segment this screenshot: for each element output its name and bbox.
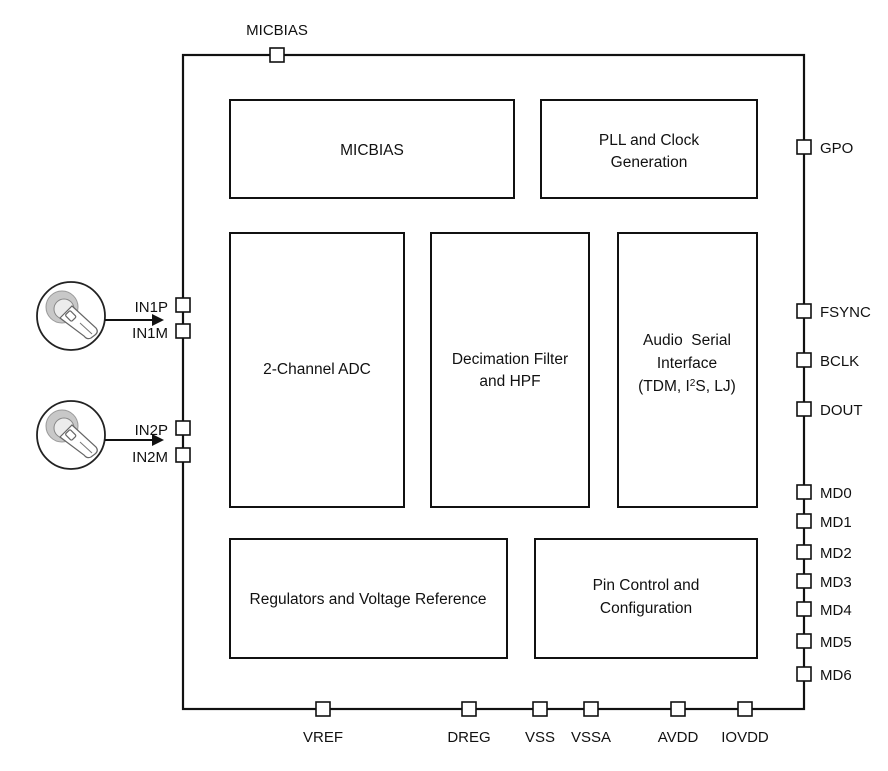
block-micbias-label: MICBIAS: [340, 142, 404, 159]
pin-vref: VREF: [303, 701, 343, 746]
pin-in1p: IN1P: [135, 297, 191, 316]
pin-gpo: GPO: [796, 139, 853, 157]
svg-text:DREG: DREG: [447, 729, 490, 746]
svg-text:MD3: MD3: [820, 574, 852, 591]
microphone-icon: [45, 290, 98, 340]
svg-text:IOVDD: IOVDD: [721, 729, 769, 746]
pin-md0: MD0: [796, 484, 852, 502]
svg-text:MD6: MD6: [820, 667, 852, 684]
svg-text:MD0: MD0: [820, 485, 852, 502]
pin-md4: MD4: [796, 601, 852, 619]
svg-text:MD1: MD1: [820, 514, 852, 531]
pin-micbias-label: MICBIAS: [246, 22, 308, 39]
pin-vss: VSS: [525, 701, 555, 746]
block-adc-label: 2-Channel ADC: [263, 361, 371, 378]
block-asi-label-line2: Interface: [657, 355, 717, 372]
pin-dreg: DREG: [447, 701, 491, 746]
pin-in2p: IN2P: [135, 420, 191, 439]
pin-fsync: FSYNC: [796, 303, 871, 321]
microphone-1: [36, 281, 164, 351]
block-pincontrol-label-line1: Pin Control and: [593, 577, 700, 594]
svg-text:MD2: MD2: [820, 545, 852, 562]
block-micbias: MICBIAS: [229, 99, 515, 199]
block-asi-label-line3: (TDM, I2S, LJ): [638, 378, 736, 396]
pin-micbias: MICBIAS: [246, 22, 308, 63]
svg-text:DOUT: DOUT: [820, 402, 863, 419]
block-audio-serial-interface: Audio Serial Interface (TDM, I2S, LJ): [617, 232, 758, 508]
block-asi-label-line1: Audio Serial: [643, 332, 731, 349]
svg-text:MD4: MD4: [820, 602, 852, 619]
block-pincontrol-label-line2: Configuration: [600, 600, 692, 617]
svg-text:IN2M: IN2M: [132, 449, 168, 466]
block-regulators-label: Regulators and Voltage Reference: [250, 591, 487, 608]
block-pll-label-line1: PLL and Clock: [599, 132, 699, 149]
pin-md3: MD3: [796, 573, 852, 591]
pin-md2: MD2: [796, 544, 852, 562]
block-decimation-label-line1: Decimation Filter: [452, 351, 568, 368]
pin-iovdd: IOVDD: [721, 701, 769, 746]
pin-bclk: BCLK: [796, 352, 859, 370]
pin-avdd: AVDD: [658, 701, 699, 746]
microphone-icon: [45, 409, 98, 459]
pin-vssa: VSSA: [571, 701, 611, 746]
svg-text:VREF: VREF: [303, 729, 343, 746]
block-pll-clock: PLL and Clock Generation: [540, 99, 758, 199]
pin-in1m: IN1M: [132, 323, 191, 342]
svg-text:GPO: GPO: [820, 140, 853, 157]
pin-md5: MD5: [796, 633, 852, 651]
pin-md1: MD1: [796, 513, 852, 531]
block-decimation-filter: Decimation Filter and HPF: [430, 232, 590, 508]
block-decimation-label-line2: and HPF: [479, 373, 540, 390]
svg-text:AVDD: AVDD: [658, 729, 699, 746]
pin-dout: DOUT: [796, 401, 863, 419]
svg-text:FSYNC: FSYNC: [820, 304, 871, 321]
svg-text:IN2P: IN2P: [135, 422, 168, 439]
microphone-2: [36, 400, 164, 470]
block-pin-control: Pin Control and Configuration: [534, 538, 758, 659]
block-adc: 2-Channel ADC: [229, 232, 405, 508]
svg-text:MD5: MD5: [820, 634, 852, 651]
svg-text:VSS: VSS: [525, 729, 555, 746]
svg-text:IN1P: IN1P: [135, 299, 168, 316]
svg-text:BCLK: BCLK: [820, 353, 859, 370]
chip-outline: [181, 53, 806, 711]
pin-in2m: IN2M: [132, 447, 191, 466]
svg-text:VSSA: VSSA: [571, 729, 611, 746]
block-regulators: Regulators and Voltage Reference: [229, 538, 508, 659]
svg-text:IN1M: IN1M: [132, 325, 168, 342]
block-pll-label-line2: Generation: [611, 154, 688, 171]
pin-md6: MD6: [796, 666, 852, 684]
